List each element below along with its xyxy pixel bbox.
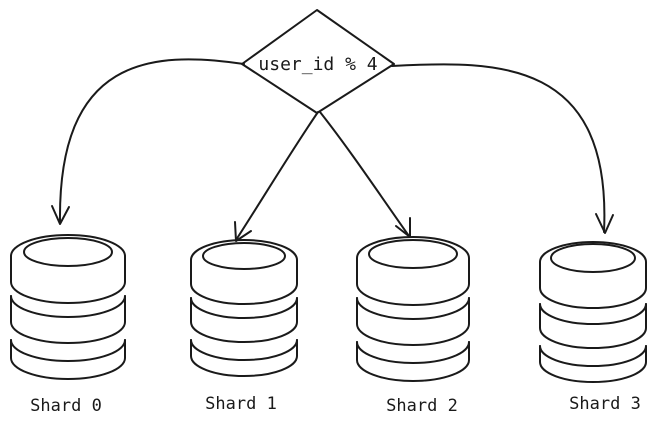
arrow-to-shard-2 [319,111,411,238]
database-icon [190,239,298,377]
arrow-to-shard-0 [51,58,245,225]
arrow-to-shard-1 [234,111,319,242]
database-icon [356,236,470,382]
arrow-to-shard-3 [391,63,614,234]
shard-3-label: Shard 3 [569,394,641,414]
shard-2-label: Shard 2 [386,396,458,416]
decision-label: user_id % 4 [258,54,377,75]
shard-1-label: Shard 1 [205,394,277,414]
decision-diamond: user_id % 4 [241,9,395,114]
database-icon [539,241,647,383]
database-icon [10,234,126,380]
shard-0-label: Shard 0 [30,396,102,416]
